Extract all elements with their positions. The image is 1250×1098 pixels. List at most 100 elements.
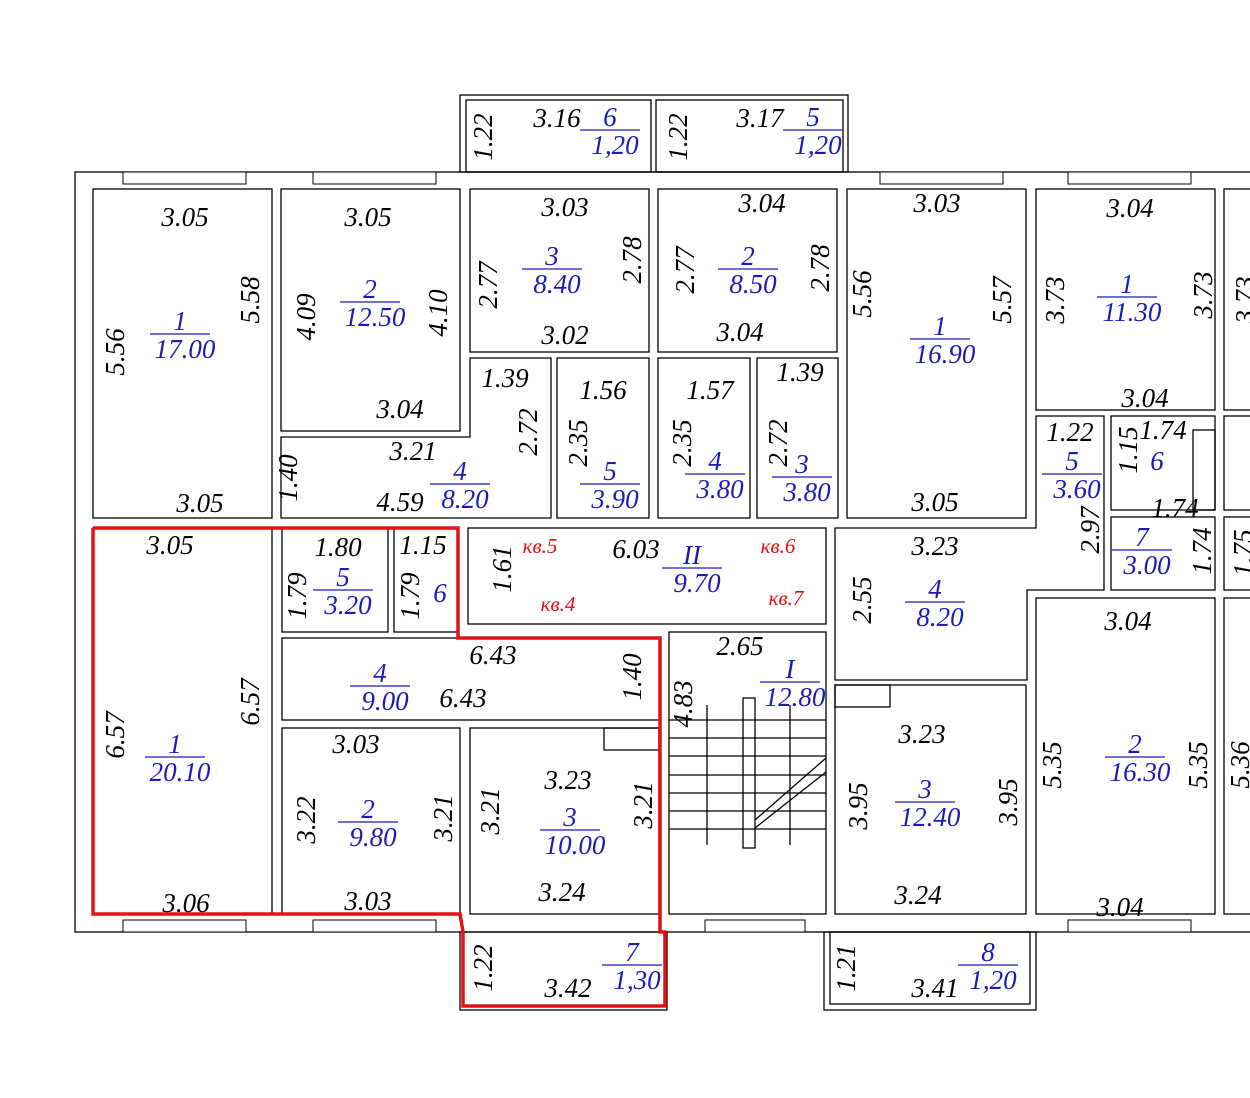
- dimension-label: 4.09: [291, 293, 321, 341]
- room-number: 2: [363, 274, 377, 304]
- dimension-label: 1.74: [1151, 493, 1198, 523]
- room-area: 8.50: [729, 269, 777, 299]
- dimension-label: 3.03: [912, 188, 960, 218]
- dimension-label: 3.24: [893, 880, 941, 910]
- dimension-label: 2.65: [716, 631, 763, 661]
- dimension-label: 3.04: [715, 317, 763, 347]
- dimension-label: 1.15: [399, 530, 446, 560]
- dimension-label: 3.73: [1040, 276, 1070, 324]
- dimension-label: 3.21: [628, 781, 658, 829]
- dimension-label: 2.97: [1075, 505, 1105, 554]
- room-area: 3.00: [1122, 550, 1171, 580]
- apartment-label: кв.6: [761, 534, 796, 558]
- dimension-label: 1.22: [468, 113, 498, 160]
- room-area: 16.30: [1110, 757, 1171, 787]
- dimension-label: 3.17: [735, 103, 785, 133]
- dimension-label: 1.22: [663, 113, 693, 160]
- dimension-label: 3.04: [1103, 606, 1151, 636]
- dimension-label: 1.39: [776, 357, 824, 387]
- dimension-label: 3.24: [537, 877, 585, 907]
- dimension-label: 5.35: [1037, 741, 1067, 788]
- dimension-label: 2.77: [473, 260, 503, 309]
- dimension-label: 6.57: [235, 677, 265, 726]
- dimension-label: 2.72: [513, 408, 543, 455]
- room-area: 12.40: [900, 802, 961, 832]
- dimension-label: 3.03: [343, 886, 391, 916]
- room-number: 1: [173, 306, 187, 336]
- stairs: [669, 697, 827, 849]
- dimension-label: 5.57: [987, 275, 1017, 324]
- windows: [122, 171, 1192, 933]
- apartment-label: кв.4: [541, 592, 576, 616]
- apartment-label: кв.5: [523, 534, 558, 558]
- dimension-label: 3.04: [737, 188, 785, 218]
- room-number: 7: [1135, 522, 1150, 552]
- dimension-label: 1.56: [579, 375, 627, 405]
- dimension-label: 1.22: [1046, 417, 1093, 447]
- room-number: 7: [625, 937, 640, 967]
- room-number: 5: [336, 562, 350, 592]
- dimension-label: 5.35: [1183, 741, 1213, 788]
- dimension-label: 5.36: [1225, 741, 1250, 789]
- room-labels: 117.00212.5038.4028.50116.90111.3048.205…: [145, 102, 1172, 995]
- dimension-label: 3.73: [1188, 271, 1218, 319]
- dimension-label: 2.55: [847, 576, 877, 623]
- room-area: 3.80: [782, 477, 831, 507]
- dimension-label: 3.23: [543, 765, 591, 795]
- room-area: 1,30: [613, 965, 661, 995]
- dimension-label: 6.57: [100, 710, 130, 759]
- room-number: 5: [1065, 446, 1079, 476]
- room-number: 6: [433, 578, 447, 608]
- room-area: 17.00: [155, 334, 216, 364]
- room-number: 1: [933, 311, 947, 341]
- room-number: 4: [928, 574, 942, 604]
- dimension-label: 2.72: [763, 419, 793, 466]
- dimension-label: 6.03: [612, 534, 659, 564]
- dimension-label: 3.05: [343, 202, 391, 232]
- selected-apartment-outline: [91, 526, 667, 1008]
- room-number: 1: [1120, 269, 1134, 299]
- room-area: 16.90: [915, 339, 976, 369]
- room-area: 1,20: [969, 965, 1017, 995]
- room-area: 3.90: [590, 484, 639, 514]
- room-number: 2: [361, 794, 375, 824]
- room-area: 1,20: [794, 130, 842, 160]
- dimension-label: 3.03: [540, 192, 588, 222]
- room-area: 9.80: [349, 822, 397, 852]
- dimension-label: 1.21: [831, 944, 861, 991]
- dimension-label: 5.58: [235, 276, 265, 324]
- dimension-label: 1.40: [617, 653, 647, 701]
- dimension-label: 5.56: [100, 328, 130, 376]
- dimension-label: 1.39: [481, 363, 529, 393]
- dimension-label: 4.10: [423, 289, 453, 337]
- dimension-label: 3.04: [1105, 193, 1153, 223]
- walls: [74, 94, 1250, 1011]
- dimension-label: 1.40: [273, 454, 303, 502]
- room-number: 2: [1128, 729, 1142, 759]
- room-number: 1: [168, 729, 182, 759]
- room-number: II: [682, 540, 703, 570]
- dimension-label: 2.35: [667, 419, 697, 466]
- room-number: 5: [603, 456, 617, 486]
- apartment-label: кв.7: [769, 586, 805, 610]
- dimension-label: 3.16: [532, 103, 581, 133]
- dimension-label: 2.78: [617, 236, 647, 284]
- dimension-label: 3.21: [428, 794, 458, 842]
- dimension-label: 3.06: [161, 888, 210, 918]
- room-number: 4: [708, 446, 722, 476]
- dimension-label: 1.74: [1139, 415, 1186, 445]
- room-number: 5: [806, 102, 820, 132]
- room-number: 6: [603, 102, 617, 132]
- apartment-labels: кв.5 кв.6 кв.4 кв.7: [523, 534, 805, 616]
- room-area: 8.20: [916, 602, 964, 632]
- dimension-label: 3.23: [910, 531, 958, 561]
- dimension-label: 6.43: [469, 640, 516, 670]
- dimension-label: 3.05: [160, 202, 208, 232]
- room-area: 1,20: [591, 130, 639, 160]
- dimension-label: 3.21: [475, 787, 505, 835]
- room-area: 8.20: [441, 484, 489, 514]
- room-area: 3.80: [695, 474, 744, 504]
